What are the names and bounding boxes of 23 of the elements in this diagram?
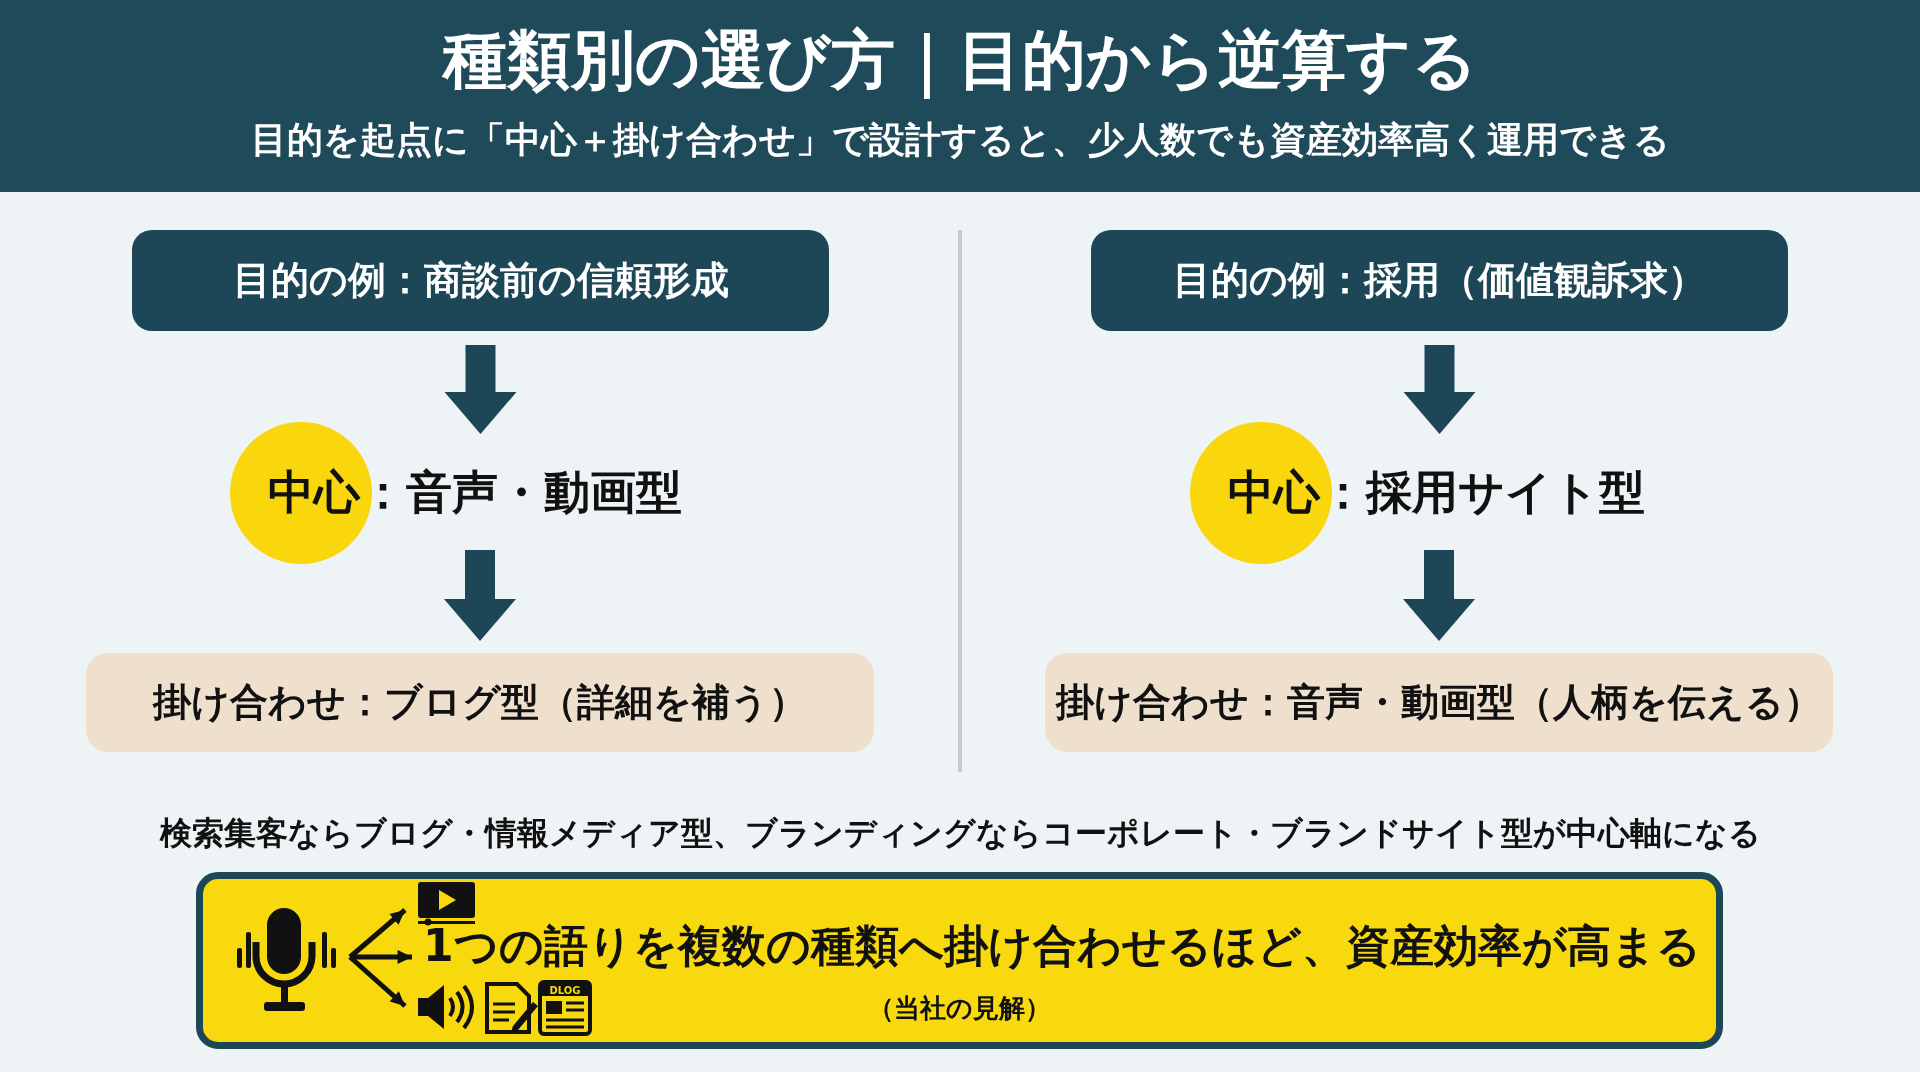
title: 種類別の選び方｜目的から逆算する [441, 22, 1479, 99]
down-arrow [444, 550, 516, 641]
down-arrow [1403, 550, 1475, 641]
down-arrow [444, 345, 517, 434]
note-text: 1つの語りを複数の種類へ掛け合わせるほど、資産効率が高まる [423, 919, 1701, 973]
center-label: 中心 [1228, 464, 1320, 521]
goal-text: 目的の例：採用（価値観訴求） [1173, 257, 1706, 304]
combo-box [1045, 653, 1833, 752]
goal-box [1091, 230, 1788, 331]
note-box [196, 872, 1723, 1049]
combo-text: 掛け合わせ：ブログ型（詳細を補う） [153, 679, 807, 726]
down-arrow [1403, 345, 1476, 434]
subtitle: 目的を起点に「中心＋掛け合わせ」で設計すると、少人数でも資産効率高く運用できる [249, 118, 1671, 162]
combo-text: 掛け合わせ：音声・動画型（人柄を伝える） [1056, 679, 1822, 726]
center-type: ：採用サイト型 [1320, 464, 1645, 521]
center-label: 中心 [268, 464, 360, 521]
note-source: （当社の見解） [867, 992, 1052, 1025]
summary-text: 検索集客ならブログ・情報メディア型、ブランディングならコーポレート・ブランドサイト型が中心軸になる [158, 813, 1762, 854]
center-type: ：音声・動画型 [360, 464, 682, 521]
goal-text: 目的の例：商談前の信頼形成 [232, 257, 729, 304]
combo-box [86, 653, 874, 752]
goal-box [132, 230, 829, 331]
icon-caption: DLOG [548, 985, 582, 997]
